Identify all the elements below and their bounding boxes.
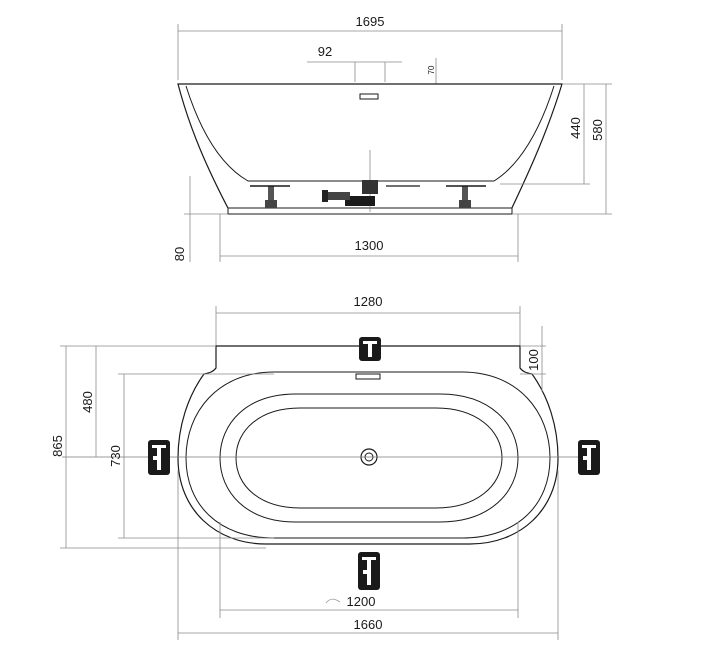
side-view: 1695 92 70	[172, 14, 612, 262]
leg-right	[446, 185, 486, 208]
faucet-right-icon	[578, 440, 600, 475]
dim-faucet-height: 70	[427, 65, 436, 74]
faucet-front-icon	[358, 552, 380, 590]
dim-height-total: 580	[590, 119, 605, 141]
leg-left	[250, 185, 290, 208]
dim-top-width: 1280	[354, 294, 383, 309]
dim-half-depth: 480	[80, 391, 95, 413]
drain-assembly	[322, 180, 420, 206]
stroke-mark	[325, 598, 341, 604]
dim-total-length: 1660	[354, 617, 383, 632]
overflow-slot	[355, 373, 381, 380]
tub-rim	[185, 371, 551, 539]
dim-faucet-offset: 92	[318, 44, 332, 59]
tub-basin-outer	[219, 393, 519, 523]
faucet-wall-icon	[359, 337, 381, 361]
overflow-cap	[359, 93, 379, 100]
dim-base-width: 1300	[355, 238, 384, 253]
dim-overall-width: 1695	[356, 14, 385, 29]
dim-total-depth: 865	[50, 435, 65, 457]
dim-height-inner: 440	[568, 117, 583, 139]
dim-inner-length: 1200	[347, 594, 376, 609]
dim-leg-height: 80	[172, 247, 187, 261]
faucet-left-icon	[148, 440, 170, 475]
dim-inner-depth: 730	[108, 445, 123, 467]
dim-backrest: 100	[526, 349, 541, 371]
tub-basin-inner	[235, 407, 503, 509]
top-view: 1280 100 865 480 730	[50, 294, 600, 640]
